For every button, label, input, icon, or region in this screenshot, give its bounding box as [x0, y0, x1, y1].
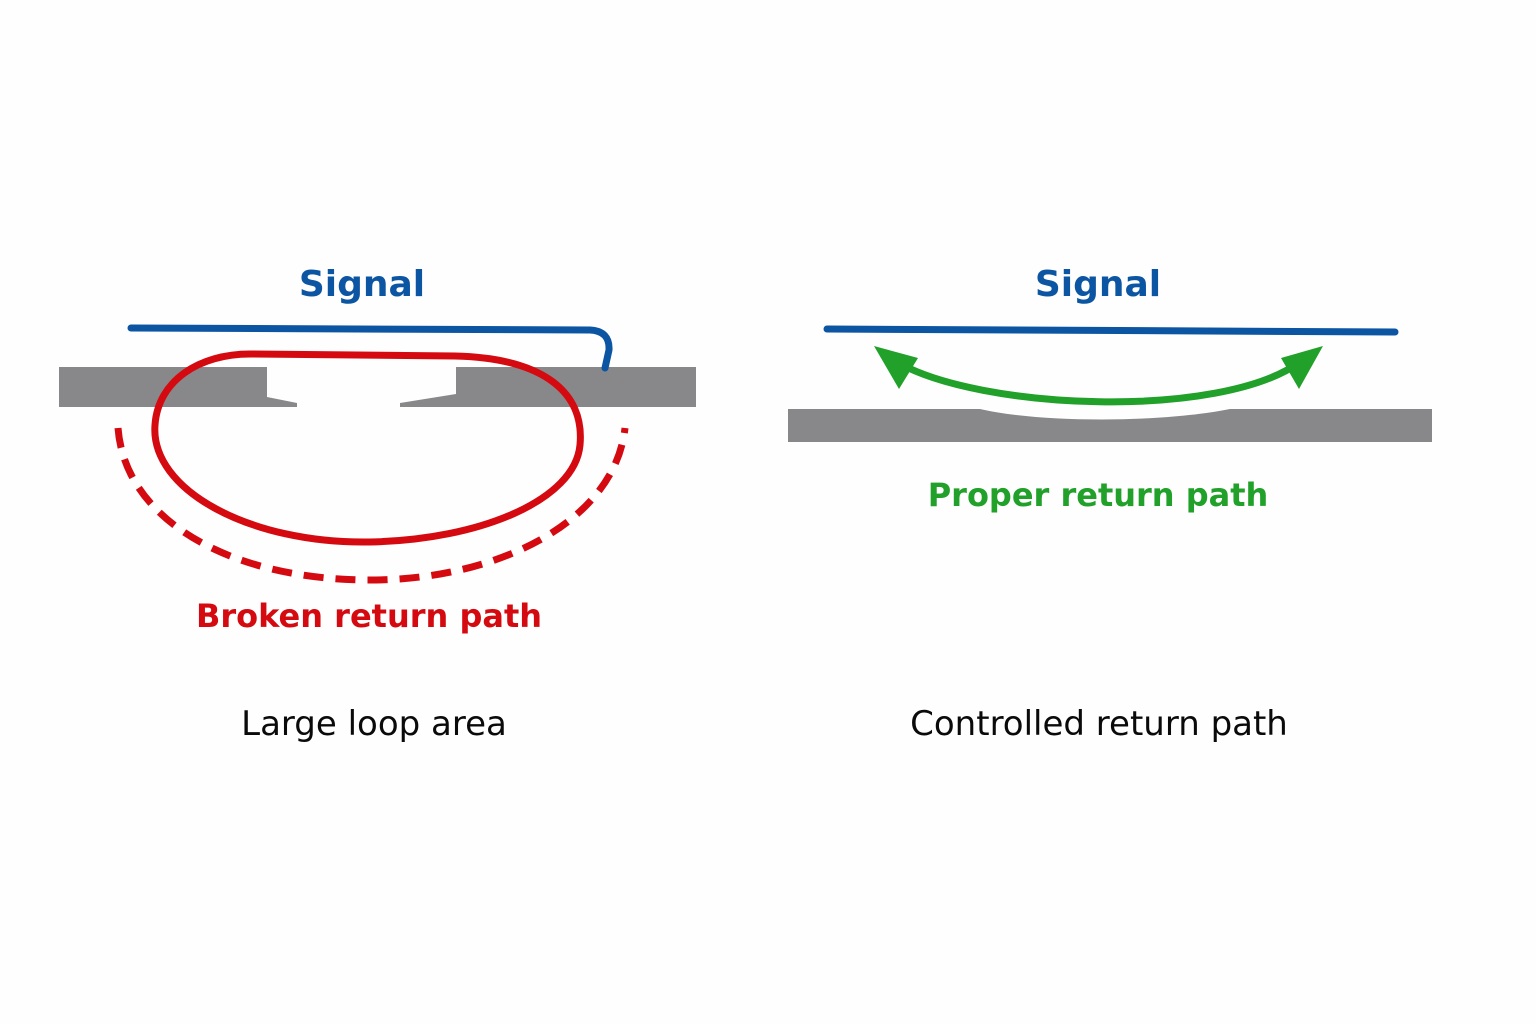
right-caption: Controlled return path — [910, 704, 1288, 744]
proper-return-arrowhead-left — [874, 346, 918, 389]
broken-return-dashed-arc — [114, 427, 629, 584]
right-panel: Signal Proper return path Controlled ret… — [788, 264, 1432, 744]
left-ground-plane-left-segment — [59, 367, 297, 407]
left-caption: Large loop area — [241, 704, 507, 744]
right-signal-trace — [823, 325, 1399, 336]
broken-return-loop — [151, 350, 584, 546]
right-signal-label: Signal — [1035, 264, 1161, 305]
right-ground-plane — [788, 409, 1432, 442]
left-ground-plane-right-segment — [400, 367, 696, 407]
proper-return-arrow-arc — [895, 358, 1303, 406]
left-panel: Signal Broken return path Large loop are… — [59, 264, 696, 744]
proper-return-label: Proper return path — [928, 476, 1269, 514]
left-signal-label: Signal — [299, 264, 425, 305]
broken-return-label: Broken return path — [196, 597, 542, 635]
proper-return-arrowhead-right — [1281, 346, 1323, 389]
left-signal-trace — [127, 324, 613, 372]
